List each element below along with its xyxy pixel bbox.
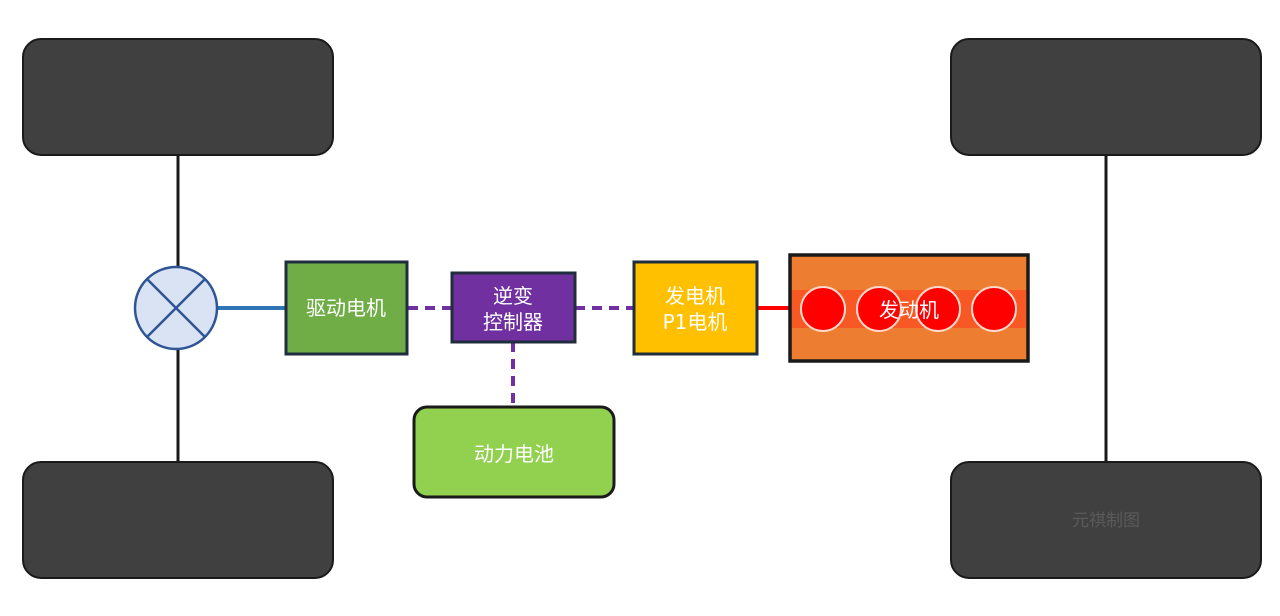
generator-box <box>632 260 759 356</box>
battery-label: 动力电池 <box>474 442 554 466</box>
generator-label-line1: 发电机 <box>665 284 725 308</box>
front-left-wheel <box>22 38 334 156</box>
rear-right-wheel <box>950 461 1262 579</box>
cylinder-1 <box>800 286 846 332</box>
watermark-text: 元祺制图 <box>1072 511 1140 531</box>
battery-box <box>412 405 616 499</box>
front-right-wheel <box>22 461 334 579</box>
cylinder-3 <box>915 286 961 332</box>
inverter-label-line2: 控制器 <box>483 310 543 334</box>
cylinder-4 <box>971 286 1017 332</box>
drive-motor-label: 驱动电机 <box>306 296 386 320</box>
rear-left-wheel <box>950 38 1262 156</box>
engine-block <box>788 253 1030 363</box>
drive-motor-box <box>284 260 409 356</box>
inverter-controller-box <box>450 271 577 344</box>
differential-icon <box>133 265 219 351</box>
engine-label: 发动机 <box>879 298 939 322</box>
generator-label-line2: P1电机 <box>663 310 728 334</box>
cylinder-2 <box>856 286 902 332</box>
inverter-label-line1: 逆变 <box>493 284 533 308</box>
